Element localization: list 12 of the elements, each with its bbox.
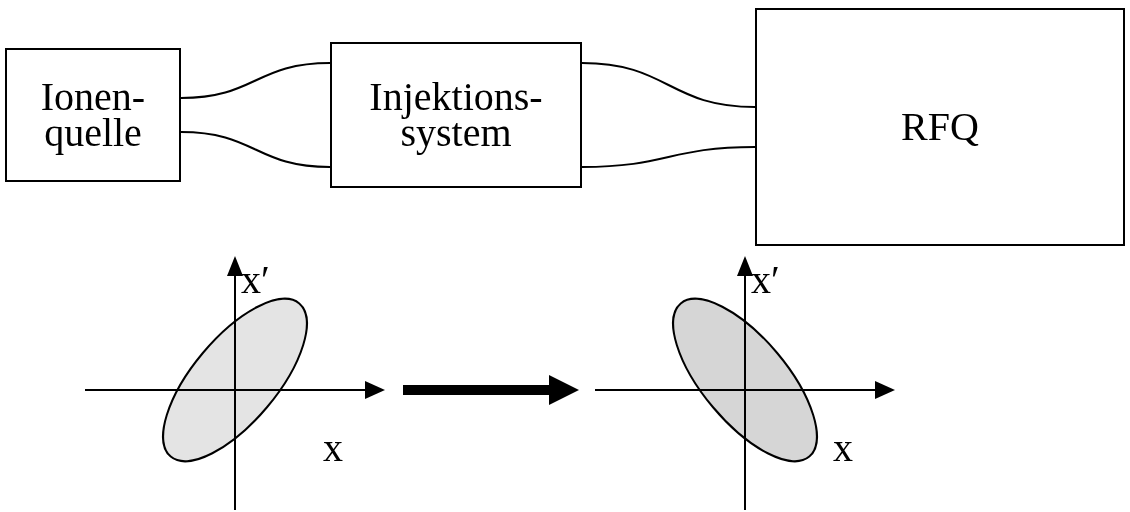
- process-box: Injektions- system: [330, 42, 582, 188]
- beam-envelope-line: [180, 62, 331, 99]
- axis-label: x′: [751, 260, 780, 300]
- axis-label: x′: [241, 260, 270, 300]
- beam-envelope-line: [180, 131, 331, 168]
- axis-label: x: [833, 428, 853, 468]
- thick-arrow: [403, 375, 579, 405]
- process-box: Ionen- quelle: [5, 48, 181, 182]
- beam-envelope-line: [581, 146, 756, 168]
- beam-envelope-line: [581, 62, 756, 108]
- process-box: RFQ: [755, 8, 1125, 246]
- axis-label: x: [323, 428, 343, 468]
